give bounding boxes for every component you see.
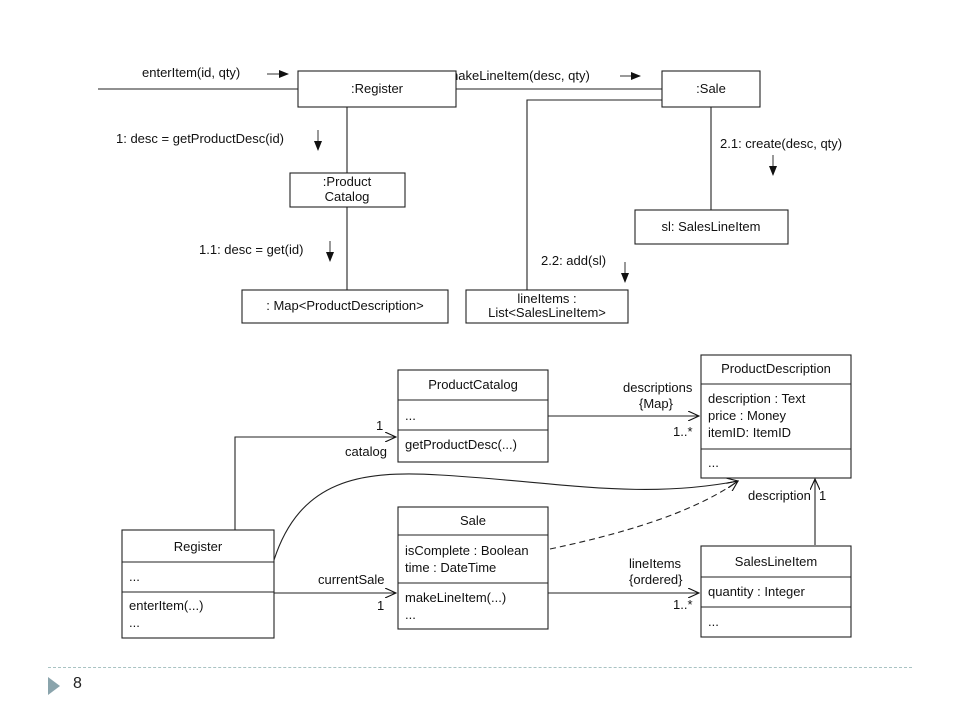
- class-sale-attr-2: time : DateTime: [405, 560, 496, 575]
- label-descriptions-multiplicity: 1..*: [673, 424, 693, 439]
- label-line-items-role-line1: lineItems: [629, 556, 682, 571]
- class-product-description-attr-2: price : Money: [708, 408, 787, 423]
- label-line-items-role-line2: {ordered}: [629, 572, 683, 587]
- label-current-sale-multiplicity: 1: [377, 598, 384, 613]
- lifeline-product-catalog: [289, 172, 406, 208]
- label-line-items-multiplicity: 1..*: [673, 597, 693, 612]
- label-description-role: description: [748, 488, 811, 503]
- msg-get-product-desc: 1: desc = getProductDesc(id): [116, 131, 284, 146]
- label-descriptions-role-line2: {Map}: [639, 396, 674, 411]
- lifeline-register-label: :Register: [351, 81, 404, 96]
- class-sale: Sale isComplete : Boolean time : DateTim…: [397, 506, 549, 630]
- class-product-description-op: ...: [708, 455, 719, 470]
- lifeline-line-items-line2: List<SalesLineItem>: [488, 305, 606, 320]
- lifeline-sales-line-item: [634, 209, 789, 245]
- assoc-register-catalog: [234, 437, 396, 530]
- class-sales-line-item: SalesLineItem quantity : Integer ...: [700, 545, 852, 638]
- label-current-sale-role: currentSale: [318, 572, 384, 587]
- class-sale-name: Sale: [460, 513, 486, 528]
- msg-enter-item: enterItem(id, qty): [142, 65, 240, 80]
- msg-make-line-item: 2: makeLineItem(desc, qty): [433, 68, 590, 83]
- class-product-description-name: ProductDescription: [721, 361, 831, 376]
- lifeline-register: [297, 70, 457, 108]
- msg-add: 2.2: add(sl): [541, 253, 606, 268]
- footer-divider: [48, 667, 912, 668]
- page-number: 8: [73, 675, 82, 692]
- class-sales-line-item-op: ...: [708, 614, 719, 629]
- dependency-sale-product-description: [549, 481, 738, 550]
- lifeline-sale-label: :Sale: [696, 81, 726, 96]
- class-sale-op-2: ...: [405, 607, 416, 622]
- class-register-op-1: enterItem(...): [129, 598, 203, 613]
- class-register-op-2: ...: [129, 615, 140, 630]
- msg-get: 1.1: desc = get(id): [199, 242, 303, 257]
- lifeline-product-catalog-line2: Catalog: [325, 189, 370, 204]
- class-diagram: 1 catalog descriptions {Map} 1..* curren…: [121, 354, 852, 639]
- class-product-description: ProductDescription description : Text pr…: [700, 354, 852, 479]
- label-description-multiplicity: 1: [819, 488, 826, 503]
- lifeline-sales-line-item-label: sl: SalesLineItem: [662, 219, 761, 234]
- class-register-name: Register: [174, 539, 223, 554]
- communication-diagram: enterItem(id, qty) 2: makeLineItem(desc,…: [98, 65, 842, 324]
- lifeline-sale: [661, 70, 761, 108]
- lifeline-line-items: [465, 289, 629, 324]
- label-descriptions-role-line1: descriptions: [623, 380, 693, 395]
- lifeline-product-catalog-line1: :Product: [323, 174, 372, 189]
- class-product-catalog-op: getProductDesc(...): [405, 437, 517, 452]
- class-sales-line-item-attr: quantity : Integer: [708, 584, 806, 599]
- dependency-register-product-description: [273, 473, 738, 561]
- label-catalog-multiplicity: 1: [376, 418, 383, 433]
- link-sale-lineitems: [526, 99, 662, 290]
- lifeline-line-items-line1: lineItems :: [517, 291, 576, 306]
- class-sale-attr-1: isComplete : Boolean: [405, 543, 529, 558]
- class-product-catalog: ProductCatalog ... getProductDesc(...): [397, 369, 549, 463]
- class-product-description-attr-3: itemID: ItemID: [708, 425, 791, 440]
- class-register-attr: ...: [129, 569, 140, 584]
- class-sales-line-item-name: SalesLineItem: [735, 554, 817, 569]
- lifeline-map: [241, 289, 449, 324]
- class-sale-op-1: makeLineItem(...): [405, 590, 506, 605]
- class-product-catalog-name: ProductCatalog: [428, 377, 518, 392]
- label-catalog-role: catalog: [345, 444, 387, 459]
- msg-create: 2.1: create(desc, qty): [720, 136, 842, 151]
- slide-bullet-triangle-icon: [48, 677, 60, 695]
- class-product-catalog-attr: ...: [405, 408, 416, 423]
- lifeline-map-label: : Map<ProductDescription>: [266, 298, 424, 313]
- class-product-description-attr-1: description : Text: [708, 391, 806, 406]
- class-register: Register ... enterItem(...) ...: [121, 529, 275, 639]
